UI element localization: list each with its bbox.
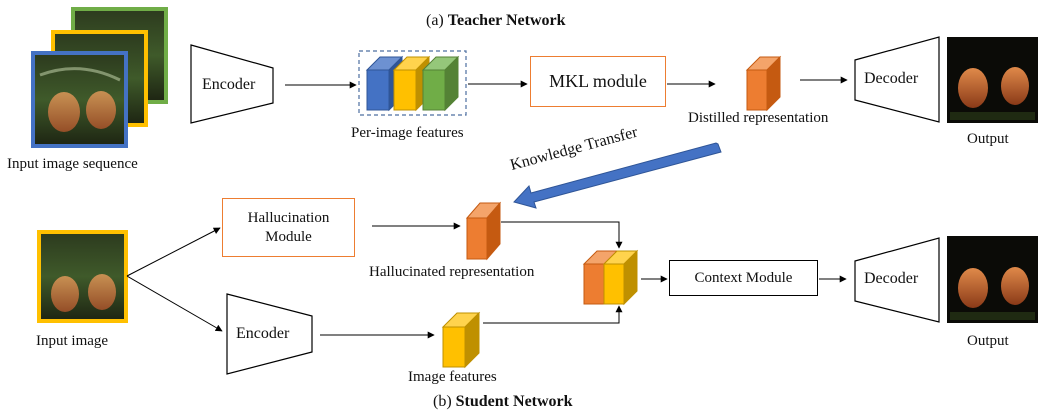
arrow-input-to-encoder [126,275,223,332]
per-image-features-box [358,50,467,116]
teacher-input-image-stack [31,7,168,148]
teacher-output-label: Output [967,131,1009,147]
teacher-caption-prefix: (a) [426,12,444,29]
teacher-decoder-shape [854,36,940,123]
mkl-module-box: MKL module [530,56,666,107]
per-image-features-label: Per-image features [351,125,464,141]
teacher-encoder-label: Encoder [202,76,256,93]
student-encoder-shape [226,293,313,375]
student-encoder-label: Encoder [236,325,290,342]
teacher-encoder-shape [190,44,274,124]
chair-blur [48,92,80,132]
image-features-cube [441,311,481,369]
input-image-sequence-label: Input image sequence [7,156,138,172]
knowledge-transfer-arrow [513,142,722,209]
student-output-label: Output [967,333,1009,349]
student-caption-title: Student Network [455,393,573,410]
teacher-decoder-label: Decoder [864,70,919,87]
teacher-caption: (a) Teacher Network [426,12,566,30]
teacher-output-image [947,37,1038,123]
fused-representation-cube [582,249,639,306]
arrow-features-to-fusion [483,305,623,324]
student-input-image [37,230,128,323]
student-output-image [947,236,1038,323]
arrow-hallucinated-to-fusion [501,221,623,249]
chair-blur [86,91,116,129]
hallucinated-representation-label: Hallucinated representation [369,264,535,280]
student-input-label: Input image [36,333,109,349]
teacher-caption-title: Teacher Network [447,12,566,29]
hallucinated-representation-cube [465,201,502,261]
student-decoder-shape [854,237,940,323]
hallucination-module-box: Hallucination Module [222,198,355,257]
feature-cube-green [421,55,460,112]
distilled-representation-label: Distilled representation [688,110,829,126]
arrow-input-to-hallucination [126,227,221,277]
student-decoder-label: Decoder [864,270,919,287]
image-features-label: Image features [408,369,497,385]
distilled-representation-cube [745,55,782,112]
student-caption: (b) Student Network [433,393,573,411]
student-caption-prefix: (b) [433,393,452,410]
context-module-box: Context Module [669,260,818,296]
